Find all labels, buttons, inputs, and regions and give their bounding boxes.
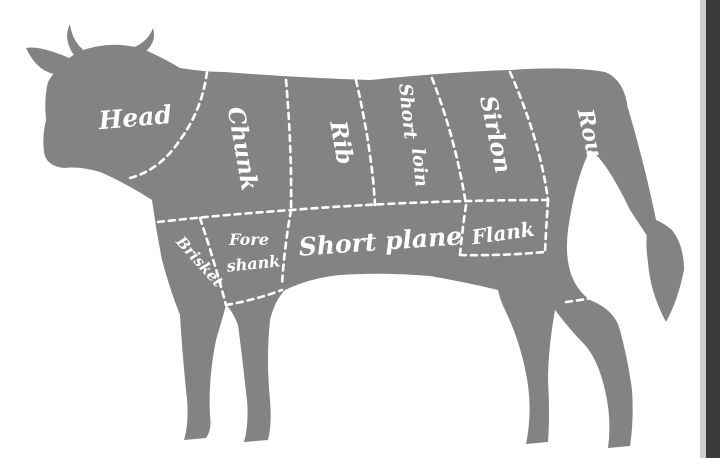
tail <box>622 108 684 322</box>
label-short-loin-line2: loin <box>407 147 432 188</box>
label-fore-shank-line1: Fore <box>228 230 269 249</box>
right-border-inner-shadow <box>700 0 706 458</box>
right-border <box>706 0 720 458</box>
